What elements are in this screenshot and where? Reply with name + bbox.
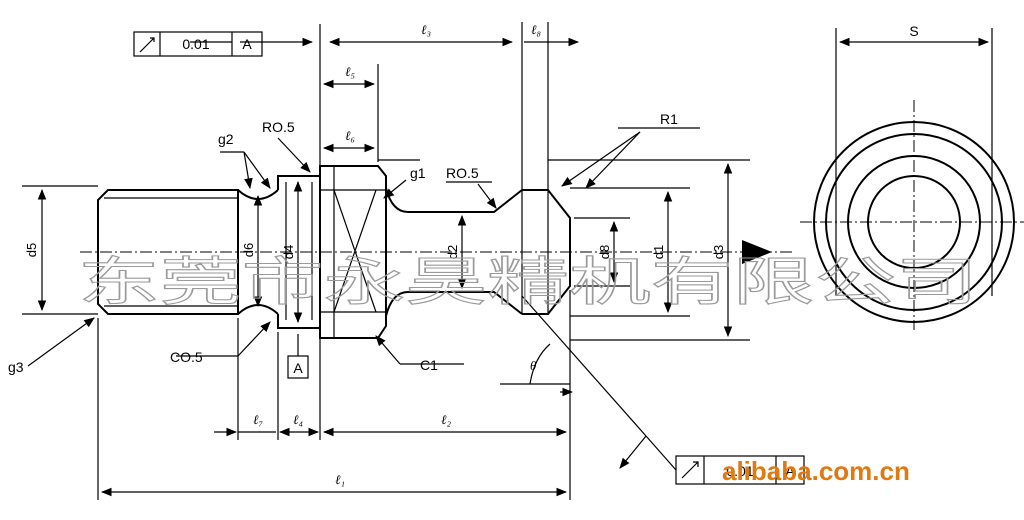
- end-view: S: [800, 23, 1024, 330]
- label-d1: d1: [651, 245, 666, 259]
- label-l5: ℓ₅: [345, 64, 355, 79]
- label-theta: θ: [530, 358, 537, 373]
- datum-triangle: [742, 240, 772, 264]
- watermark-text: 东莞市永昊精机有限公司: [78, 253, 978, 313]
- label-l3: ℓ₃: [421, 22, 431, 37]
- runout-arrow-icon: [681, 461, 699, 479]
- tolerance-datum-top: A: [242, 36, 252, 52]
- label-d8: d8: [597, 245, 612, 259]
- label-l1: ℓ₁: [335, 472, 345, 487]
- site-watermark: alibaba.com.cn: [722, 456, 910, 486]
- tolerance-frame-bottom: 0.01 A: [675, 455, 805, 485]
- label-c05: CO.5: [170, 349, 203, 365]
- label-r1: R1: [660, 111, 678, 127]
- datum-box: A: [287, 355, 309, 379]
- tolerance-datum-bottom: A: [785, 463, 795, 479]
- tolerance-value-bottom: 0.01: [726, 463, 753, 479]
- label-l7: ℓ₇: [253, 412, 263, 427]
- label-l6: ℓ₆: [345, 128, 355, 143]
- label-g2: g2: [218, 131, 234, 147]
- label-d4: d4: [281, 245, 296, 259]
- label-d5: d5: [24, 243, 39, 257]
- tolerance-frame-top: 0.01 A: [133, 31, 263, 57]
- tolerance-value-top: 0.01: [182, 36, 209, 52]
- label-l8: ℓ₈: [531, 22, 541, 37]
- leader-lines: [27, 41, 700, 471]
- label-d6: d6: [241, 243, 256, 257]
- label-g3: g3: [8, 359, 24, 375]
- label-d3: d3: [711, 245, 726, 259]
- label-r05-mid: RO.5: [446, 165, 479, 181]
- label-l2: ℓ₂: [441, 412, 451, 427]
- label-g1: g1: [410, 165, 426, 181]
- datum-label: A: [293, 360, 303, 376]
- label-s: S: [909, 23, 918, 39]
- label-l4: ℓ₄: [293, 412, 303, 427]
- dimension-labels: ℓ₃ ℓ₈ ℓ₅ ℓ₆ ℓ₇ ℓ₄ ℓ₂ ℓ₁ d5 d6 d4 d2 d8 d…: [8, 22, 726, 487]
- dimension-lines: [22, 24, 750, 500]
- label-c1: C1: [420, 357, 438, 373]
- label-d2: d2: [445, 245, 460, 259]
- runout-arrow-icon: [139, 37, 155, 53]
- label-r05-top: RO.5: [262, 119, 295, 135]
